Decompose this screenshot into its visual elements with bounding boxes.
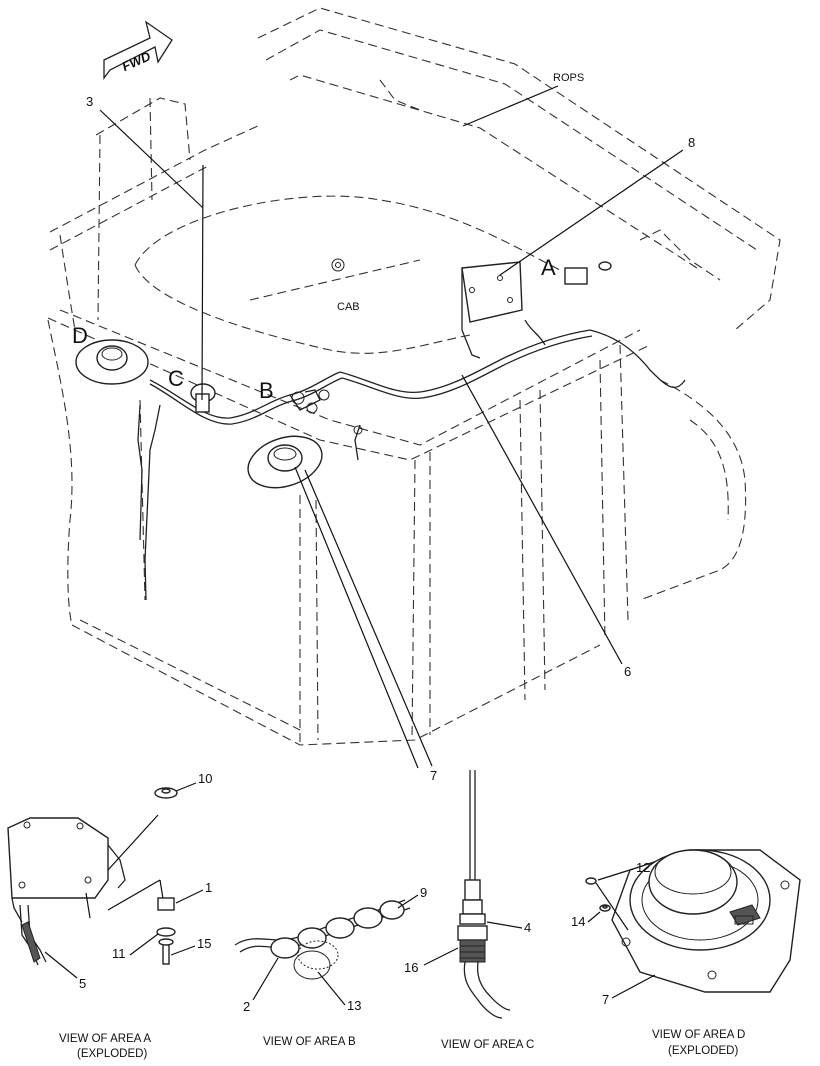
cab-label: CAB [337, 301, 360, 313]
cab-body [47, 319, 747, 746]
bracket-area-a [461, 261, 612, 359]
callout-8: 8 [688, 135, 695, 150]
callout-3: 3 [86, 94, 93, 109]
detail-area-a: 10 1 11 15 5 VIEW OF AREA A (EXPLODED) [7, 771, 212, 1060]
detail-area-d: 12 14 7 VIEW OF AREA D (EXPLODED) [571, 849, 801, 1057]
callout-6: 6 [624, 664, 631, 679]
callout-1: 1 [205, 880, 212, 895]
callout-12: 12 [636, 860, 650, 875]
fwd-arrow-icon: FWD [103, 20, 173, 80]
detail-area-b: 9 2 13 VIEW OF AREA B [234, 885, 427, 1048]
callout-4: 4 [524, 920, 531, 935]
speaker-right [247, 435, 323, 489]
view-d-subtitle: (EXPLODED) [668, 1045, 738, 1057]
view-d-title: VIEW OF AREA D [652, 1029, 745, 1041]
callout-14: 14 [571, 914, 585, 929]
callout-7-main: 7 [430, 768, 437, 783]
callout-5: 5 [79, 976, 86, 991]
callout-15: 15 [197, 936, 211, 951]
callout-13: 13 [347, 998, 361, 1013]
cab-roof [47, 195, 651, 461]
callout-7-detail: 7 [602, 992, 609, 1007]
view-a-subtitle: (EXPLODED) [77, 1048, 147, 1060]
callout-10: 10 [198, 771, 212, 786]
speaker-left [75, 339, 149, 385]
view-a-title: VIEW OF AREA A [59, 1033, 151, 1045]
wiring-harness [149, 329, 686, 461]
callout-2: 2 [243, 999, 250, 1014]
area-letter-a: A [541, 255, 556, 280]
antenna-base-main [137, 383, 216, 601]
rops-frame [49, 7, 781, 331]
fwd-label: FWD [120, 48, 154, 74]
rops-label: ROPS [553, 72, 584, 84]
callout-16: 16 [404, 960, 418, 975]
area-letter-c: C [168, 366, 184, 391]
detail-area-c: 4 16 VIEW OF AREA C [404, 770, 534, 1051]
callout-9: 9 [420, 885, 427, 900]
area-letter-d: D [72, 323, 88, 348]
view-b-title: VIEW OF AREA B [263, 1036, 356, 1048]
view-c-title: VIEW OF AREA C [441, 1039, 534, 1051]
area-letter-b: B [259, 378, 274, 403]
callout-11: 11 [112, 946, 126, 961]
